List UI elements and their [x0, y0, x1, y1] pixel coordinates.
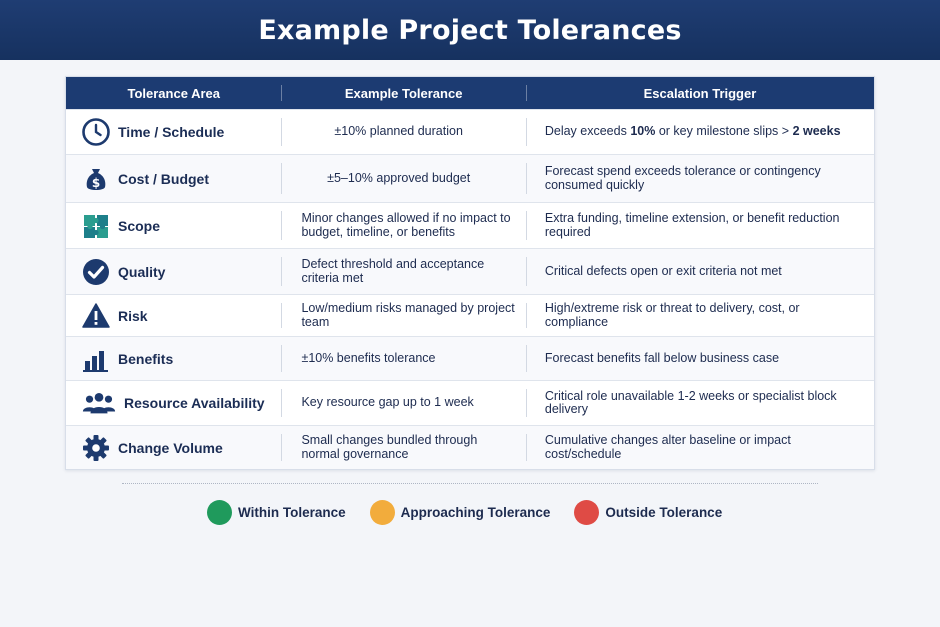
clock-icon: [80, 116, 112, 148]
bar-chart-icon: [80, 343, 112, 375]
money-bag-icon: $: [80, 163, 112, 195]
row-trigger: Critical role unavailable 1-2 weeks or s…: [525, 381, 874, 425]
legend-item-outside: Outside Tolerance: [574, 500, 722, 525]
legend-label: Within Tolerance: [238, 505, 346, 520]
warning-icon: [80, 300, 112, 332]
row-trigger: Forecast spend exceeds tolerance or cont…: [525, 155, 874, 202]
row-area: $ Cost / Budget: [66, 155, 281, 202]
tolerance-table: Tolerance Area Example Tolerance Escalat…: [65, 76, 875, 470]
area-label: Change Volume: [118, 439, 223, 456]
row-tolerance: Minor changes allowed if no impact to bu…: [281, 203, 525, 248]
row-area: Scope: [66, 203, 281, 248]
legend-item-within: Within Tolerance: [207, 500, 346, 525]
title-banner: Example Project Tolerances: [0, 0, 940, 60]
trigger-text: Delay exceeds: [544, 124, 631, 139]
row-area: Benefits: [66, 337, 281, 380]
legend-label: Outside Tolerance: [605, 505, 723, 520]
divider: [122, 483, 818, 484]
area-label: Risk: [118, 307, 148, 324]
row-trigger: Cumulative changes alter baseline or imp…: [525, 426, 874, 469]
table-row: Quality Defect threshold and acceptance …: [66, 248, 874, 294]
legend: Within Tolerance Approaching Tolerance O…: [207, 500, 746, 525]
header-example-tolerance: Example Tolerance: [281, 77, 525, 109]
header-escalation-trigger: Escalation Trigger: [525, 77, 874, 109]
row-tolerance: Key resource gap up to 1 week: [281, 381, 525, 425]
row-trigger: Critical defects open or exit criteria n…: [525, 249, 874, 294]
legend-swatch: [369, 500, 395, 525]
area-label: Cost / Budget: [118, 170, 209, 187]
gear-icon: [80, 432, 112, 464]
trigger-highlight: 2 weeks: [792, 124, 841, 139]
row-area: Change Volume: [66, 426, 281, 469]
puzzle-icon: [80, 210, 112, 242]
row-area: Resource Availability: [66, 381, 281, 425]
legend-label: Approaching Tolerance: [400, 505, 551, 520]
area-label: Benefits: [118, 350, 174, 367]
row-area: Time / Schedule: [66, 110, 281, 154]
area-label: Resource Availability: [124, 395, 265, 411]
row-tolerance: ±10% benefits tolerance: [281, 337, 525, 380]
svg-text:$: $: [92, 176, 100, 190]
check-circle-icon: [80, 256, 112, 288]
table-row: Scope Minor changes allowed if no impact…: [66, 202, 874, 248]
row-tolerance: ±5–10% approved budget: [281, 155, 525, 202]
legend-swatch: [574, 500, 600, 525]
header-tolerance-area: Tolerance Area: [127, 85, 220, 101]
row-tolerance: ±10% planned duration: [281, 110, 525, 154]
trigger-text: or key milestone slips >: [655, 124, 793, 139]
table-row: Risk Low/medium risks managed by project…: [66, 294, 874, 336]
table-row: Benefits ±10% benefits tolerance Forecas…: [66, 336, 874, 380]
page-title: Example Project Tolerances: [258, 14, 682, 46]
trigger-highlight: 10%: [630, 124, 656, 139]
legend-swatch: [207, 500, 232, 525]
people-icon: [80, 387, 118, 419]
area-label: Time / Schedule: [118, 124, 225, 140]
area-label: Scope: [118, 217, 161, 234]
row-tolerance: Small changes bundled through normal gov…: [281, 426, 525, 469]
row-trigger: High/extreme risk or threat to delivery,…: [525, 295, 874, 336]
row-trigger: Delay exceeds 10% or key milestone slips…: [525, 110, 874, 154]
row-trigger: Extra funding, timeline extension, or be…: [525, 203, 874, 248]
area-label: Quality: [118, 263, 166, 280]
table-row: Change Volume Small changes bundled thro…: [66, 425, 874, 469]
table-row: Resource Availability Key resource gap u…: [66, 380, 874, 425]
table-header: Tolerance Area Example Tolerance Escalat…: [66, 77, 874, 109]
row-tolerance: Low/medium risks managed by project team: [281, 295, 525, 336]
row-area: Risk: [66, 295, 281, 336]
row-tolerance: Defect threshold and acceptance criteria…: [281, 249, 525, 294]
table-row: $ Cost / Budget ±5–10% approved budget F…: [66, 154, 874, 202]
table-row: Time / Schedule ±10% planned duration De…: [66, 109, 874, 154]
row-area: Quality: [66, 249, 281, 294]
row-trigger: Forecast benefits fall below business ca…: [525, 337, 874, 380]
legend-item-approaching: Approaching Tolerance: [369, 500, 551, 525]
